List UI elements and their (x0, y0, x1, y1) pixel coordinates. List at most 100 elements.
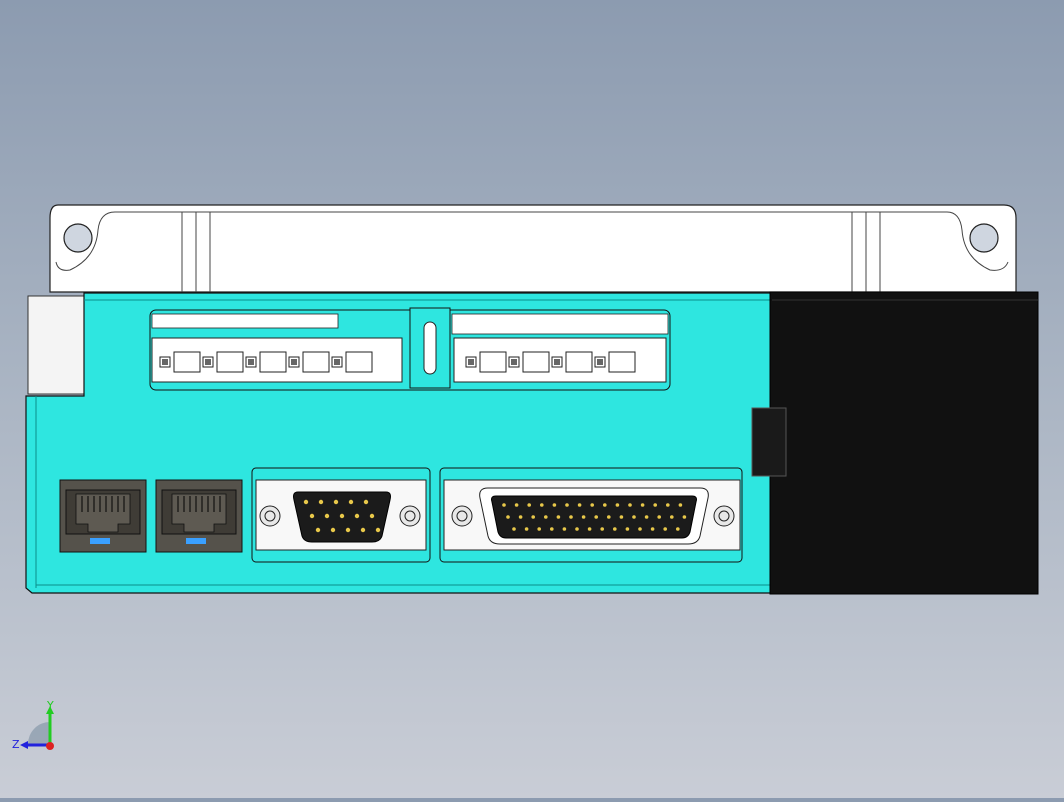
terminal-screw-head (334, 359, 340, 365)
db44-pin (657, 515, 661, 519)
terminal-pin (216, 351, 244, 373)
terminal-screw-head (468, 359, 474, 365)
terminal-screw-head (291, 359, 297, 365)
terminal-pin (522, 351, 550, 373)
db44-pin (552, 503, 557, 507)
db44-pin (527, 503, 531, 507)
rj45-contacts (81, 496, 221, 512)
db15-pin (363, 499, 369, 505)
db15-pin (324, 513, 330, 519)
db44-pin (640, 503, 645, 507)
db15-pin (345, 527, 351, 533)
db44-pin (531, 515, 535, 519)
db44-pin (537, 527, 541, 531)
terminal-pin (345, 351, 373, 373)
black-cover (751, 291, 1039, 595)
db15-pin (354, 513, 360, 519)
terminal-pin (259, 351, 287, 373)
db15-pin (375, 527, 381, 533)
db44-pin (587, 527, 592, 531)
db44-pin (632, 515, 636, 519)
db44-pin (514, 503, 519, 507)
mounting-hole-left (63, 223, 93, 253)
db44-pin (678, 503, 683, 507)
db44-pin (676, 527, 680, 531)
terminal-pins-left (159, 351, 373, 373)
db44-pin (569, 515, 573, 519)
screw-right-db15 (399, 505, 421, 527)
terminal-screw-head (554, 359, 560, 365)
db44-pin (603, 503, 607, 507)
db44-pin (556, 515, 561, 519)
db44-pin (607, 515, 611, 519)
db44-pin (524, 527, 529, 531)
db15-pin (330, 527, 336, 533)
z-axis-label: Z (12, 738, 20, 751)
db15-pin (309, 513, 315, 519)
rj45-port-2[interactable] (155, 479, 243, 553)
db44-pin (625, 527, 630, 531)
db44-pin (506, 515, 510, 519)
terminal-pin (302, 351, 330, 373)
db44-pin (650, 527, 655, 531)
db44-pin (550, 527, 554, 531)
db15-pin (333, 499, 339, 505)
db44-pin (653, 503, 657, 507)
db44-pin (682, 515, 687, 519)
terminal-pin (479, 351, 507, 373)
terminal-pins-right (465, 351, 636, 373)
db44-pin (615, 503, 620, 507)
db44-pin (518, 515, 523, 519)
db44-pin (594, 515, 598, 519)
db44-pin (613, 527, 617, 531)
terminal-screw-head (597, 359, 603, 365)
db44-pin (600, 527, 604, 531)
terminal-pin (173, 351, 201, 373)
db44-pin (562, 527, 567, 531)
terminal-screw-head (248, 359, 254, 365)
mounting-bracket (49, 204, 1017, 293)
y-axis-label: Y (46, 699, 54, 712)
terminal-strip (149, 307, 671, 391)
db44-pin (670, 515, 674, 519)
db15-pins (303, 499, 381, 533)
screw-left-db15 (259, 505, 281, 527)
db44-pin (577, 503, 582, 507)
mounting-hole-right (969, 223, 999, 253)
db44-pin (540, 503, 544, 507)
coordinate-triad: Y Z (12, 699, 54, 751)
rj45-port-1[interactable] (59, 479, 147, 553)
db44-pin (512, 527, 516, 531)
db15-pin (348, 499, 354, 505)
db44-pin (619, 515, 624, 519)
db44-pin (544, 515, 548, 519)
db44-pin (575, 527, 579, 531)
db44-pin (628, 503, 632, 507)
db44-pin (666, 503, 670, 507)
terminal-screw-head (162, 359, 168, 365)
db44-pin (502, 503, 506, 507)
db15-pin (318, 499, 324, 505)
db15-pin (303, 499, 309, 505)
db44-pins (502, 503, 687, 531)
db44-pin (644, 515, 649, 519)
x-axis-dot (46, 742, 54, 750)
terminal-screw-head (511, 359, 517, 365)
db44-pin (638, 527, 642, 531)
side-cap (27, 295, 85, 395)
db15-pin (339, 513, 345, 519)
terminal-pin (565, 351, 593, 373)
db44-connector[interactable] (439, 467, 743, 563)
db15-pin (315, 527, 321, 533)
db44-pin (590, 503, 594, 507)
terminal-screw-head (205, 359, 211, 365)
screw-left-db44 (451, 505, 473, 527)
db44-pin (581, 515, 586, 519)
db15-pin (360, 527, 366, 533)
db44-pin (565, 503, 569, 507)
screw-right-db44 (713, 505, 735, 527)
db15-pin (369, 513, 375, 519)
db44-pin (663, 527, 667, 531)
